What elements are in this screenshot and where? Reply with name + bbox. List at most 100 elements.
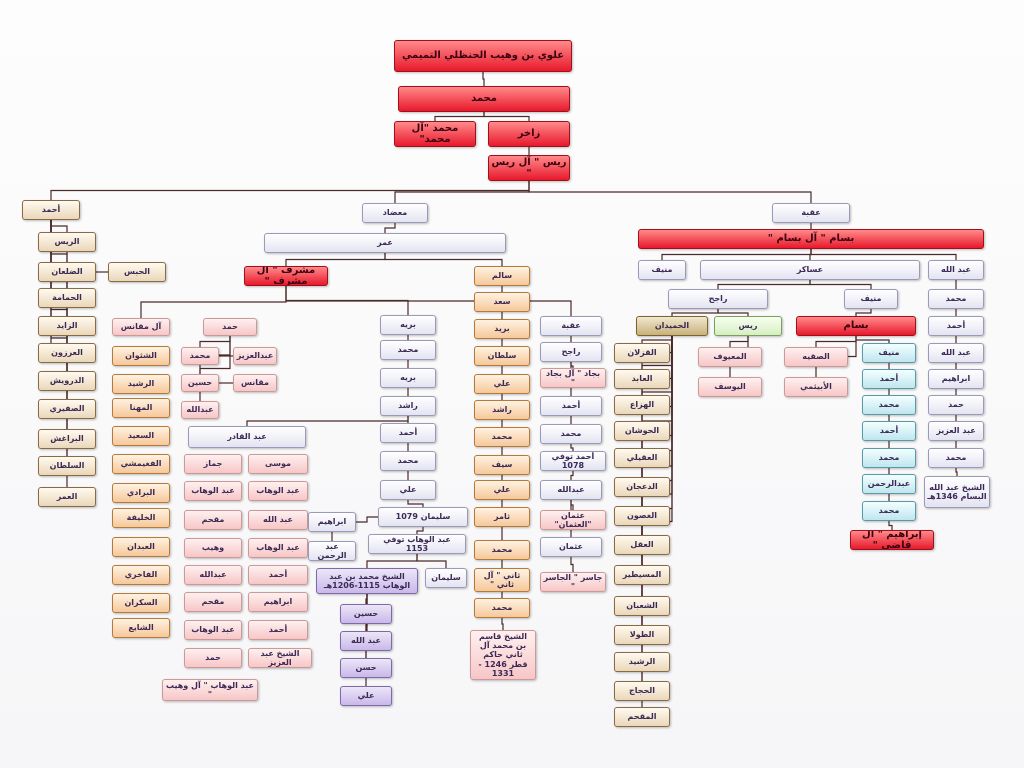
tree-node-al-hazza: الهزاع (614, 395, 670, 415)
tree-node-bassam: بسام " آل بسام " (638, 229, 984, 249)
tree-node-sulaiman1079: سليمان 1079 (378, 507, 468, 527)
connector-line (570, 557, 574, 572)
connector-line (285, 253, 386, 266)
connector-line (199, 336, 231, 347)
tree-node-al-ubaythi: الأبيثمي (784, 377, 848, 397)
tree-node-mohammed-o2: محمد (474, 540, 530, 560)
tree-node-al-ghusun: الغصون (614, 506, 670, 526)
tree-node-munif2: منيف (844, 289, 898, 309)
tree-node-al-wuhaib: عبد الوهاب " آل وهيب " (162, 679, 258, 701)
tree-node-hamad-m: حمد (203, 318, 257, 336)
tree-node-al-rashid-o: الرشيد (112, 374, 170, 394)
tree-node-al-darwish: الدرويش (38, 371, 96, 391)
tree-node-zakhir: زاخر (488, 121, 570, 147)
tree-node-root: علوي بن وهيب الحنظلي التميمي (394, 40, 572, 72)
tree-node-rashed-b: راشد (380, 396, 436, 416)
tree-node-abdullah-q2: عبدالله (184, 565, 242, 585)
tree-node-al-amr: العمر (38, 487, 96, 507)
tree-node-hamad-r: حمد (928, 395, 984, 415)
connector-line (50, 181, 530, 200)
tree-node-al-muqhim: المقحم (614, 707, 670, 727)
tree-node-mohammed-c2: محمد (862, 448, 916, 468)
tree-node-thani: ثاني " آل ثاني " (474, 568, 530, 592)
connector-line (434, 112, 485, 121)
tree-node-sheikh-abdulaziz: الشيخ عبد العزيز (248, 648, 312, 668)
tree-node-abdullah-m: عبدالله (181, 401, 219, 419)
tree-node-ibrahim-r: ابراهيم (928, 369, 984, 389)
tree-node-uqbah: عقبة (772, 203, 850, 223)
tree-node-mohammed-c3: محمد (862, 501, 916, 521)
tree-node-mohammed-o: محمد (474, 427, 530, 447)
tree-node-mohammed-o3: محمد (474, 598, 530, 618)
tree-node-rajeh2: راجح (540, 342, 602, 362)
tree-node-mohammed-al: محمد "آل محمد" (394, 121, 476, 147)
connector-line (855, 336, 890, 343)
tree-node-al-dhalaan: الضلعان (38, 262, 96, 282)
tree-node-ahmed-l: أحمد (22, 200, 80, 220)
connector-line (140, 286, 287, 318)
tree-node-ibrahim-qadi: إبراهيم " آل قاضي " (850, 530, 934, 550)
tree-node-mohammed1: محمد (398, 86, 570, 112)
tree-node-rajeh: راجح (668, 289, 768, 309)
tree-node-sultan-s: سلطان (474, 346, 530, 366)
connector-line (570, 444, 574, 451)
tree-node-hussein-m: حسين (181, 374, 219, 392)
tree-node-sulaiman-b: سليمان (425, 568, 467, 588)
connector-line (384, 253, 503, 266)
tree-node-wuhaib: وهيب (184, 538, 242, 558)
tree-node-al-shathwan: الشثوان (112, 346, 170, 366)
connector-line (407, 500, 424, 507)
tree-node-sheikh-qasim: الشيخ قاسم بن محمد آل ثاني حاكم قطر 1246… (470, 630, 536, 680)
tree-node-buraih2: بريه (380, 368, 436, 388)
tree-node-muqhim2: مقحم (184, 592, 242, 612)
tree-node-rais-g: ريس (714, 316, 782, 336)
tree-node-al-qazlan: القزلان (614, 343, 670, 363)
tree-node-abdulrahman-b: عبد الرحمن (308, 541, 356, 561)
tree-node-al-humaidan: الحميدان (636, 316, 708, 336)
connector-line (384, 223, 396, 233)
tree-node-al-saqiya: الصقيه (784, 347, 848, 367)
connector-line (501, 618, 504, 630)
tree-node-omar: عمر (264, 233, 506, 253)
tree-node-al-barradi: البرادي (112, 483, 170, 503)
connector-line (528, 181, 812, 203)
connector-line (366, 554, 418, 568)
tree-node-munif1: منيف (638, 260, 686, 280)
tree-node-al-hajjaj: الحجاج (614, 681, 670, 701)
tree-node-mohammed-b2: محمد (380, 451, 436, 471)
tree-node-al-shaya: الشايع (112, 618, 170, 638)
tree-node-al-rays: الريس (38, 232, 96, 252)
connector-line (815, 336, 857, 347)
tree-node-al-ebdan: العبدان (112, 537, 170, 557)
connector-line (661, 249, 812, 260)
tree-node-abdulwahab4: عبد الوهاب (184, 620, 242, 640)
tree-node-ahmed-u: أحمد (540, 396, 602, 416)
tree-node-rashed-o: راشد (474, 400, 530, 420)
tree-node-ali-b: علي (380, 480, 436, 500)
tree-node-buraih: بريه (380, 315, 436, 335)
tree-node-al-sultan-l: السلطان (38, 456, 96, 476)
tree-node-mishrif: مشرف " آل مشرف " (244, 266, 328, 286)
tree-node-al-iqil: العقل (614, 535, 670, 555)
tree-node-sheikh-abdullah-bassam: الشيخ عبد الله البسام 1346هـ (924, 476, 990, 508)
tree-node-sheikh-mohammed: الشيخ محمد بن عبد الوهاب 1115-1206هـ (316, 568, 418, 594)
tree-node-thamer: ثامر (474, 507, 530, 527)
tree-node-muqhim1: مقحم (184, 510, 242, 530)
tree-node-abdullah-r2: عبد الله (928, 343, 984, 363)
tree-node-jammaz: جماز (184, 454, 242, 474)
tree-node-ahmed-q1: أحمد (248, 565, 308, 585)
tree-node-musa: موسى (248, 454, 308, 474)
tree-node-buraid: بريد (474, 319, 530, 339)
tree-node-al-shaban: الشعبان (614, 596, 670, 616)
tree-node-salem: سالم (474, 266, 530, 286)
tree-node-mohammed-c1: محمد (862, 395, 916, 415)
tree-node-rays: ريس " آل ريس " (488, 155, 570, 181)
tree-node-bassam2: بسام (796, 316, 916, 336)
tree-node-al-hamama: الحمامة (38, 288, 96, 308)
tree-node-al-mehana: المهنا (112, 398, 170, 418)
tree-node-al-tulla: الطولا (614, 625, 670, 645)
connector-line (50, 220, 68, 456)
connector-line (717, 309, 749, 316)
tree-node-al-maayuf: المعيوف (698, 347, 762, 367)
